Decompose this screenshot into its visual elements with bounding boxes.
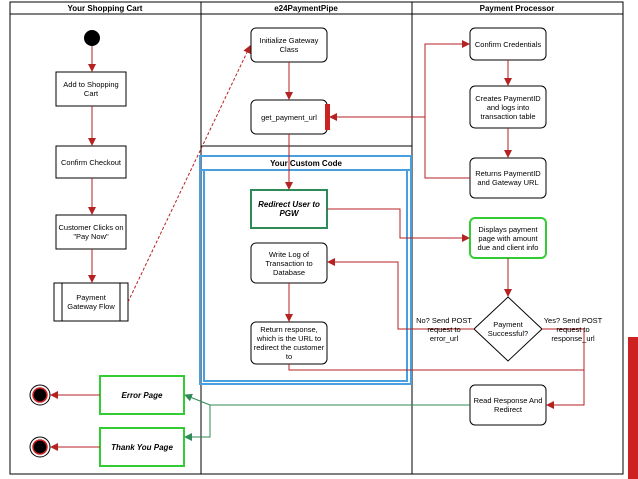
end-node-thank-you	[29, 436, 51, 458]
error-page-label: Error Page	[121, 390, 163, 400]
return-response-label: Return response, which is the URL to red…	[253, 325, 325, 361]
lane-title-payment-pipe: e24PaymentPipe	[274, 4, 338, 13]
pay-now-box	[55, 214, 127, 250]
confirm-credentials-label: Confirm Credentials	[474, 39, 542, 49]
create-payment-id-label: Creates PaymentID and logs into transact…	[475, 93, 541, 121]
add-to-cart-label: Add to Shopping Cart	[63, 80, 119, 98]
get-payment-url-label: get_payment_url	[261, 112, 317, 122]
thank-you-page-box	[99, 427, 185, 467]
init-gateway-label: Initialize Gateway Class	[259, 36, 319, 54]
confirm-checkout-label: Confirm Checkout	[60, 157, 122, 167]
flow-arrows	[50, 40, 585, 451]
read-response-label: Read Response And Redirect	[473, 396, 543, 414]
lane-title-payment-processor: Payment Processor	[480, 4, 555, 13]
error-page-box	[99, 375, 185, 415]
thank-you-page-label: Thank You Page	[111, 442, 173, 452]
display-payment-page-label: Displays payment page with amount due an…	[477, 224, 539, 252]
payment-flow-box	[53, 282, 129, 322]
payment-flow-label: Payment Gateway Flow	[67, 293, 115, 311]
payment-successful-label: Payment Successful?	[487, 320, 529, 338]
accent-bar	[628, 337, 638, 479]
pay-now-label: Customer Clicks on "Pay Now"	[58, 223, 124, 241]
return-payment-id-label: Returns PaymentID and Gateway URL	[475, 169, 541, 187]
end-node-error	[29, 384, 51, 406]
custom-code-title: Your Custom Code	[270, 159, 342, 168]
yes-branch-label: Yes? Send POST request to response_url	[543, 316, 603, 343]
lane-title-shopping-cart: Your Shopping Cart	[68, 4, 143, 13]
green-arrows	[184, 393, 470, 441]
swimlane-frame	[9, 1, 624, 475]
no-branch-label: No? Send POST request to error_url	[416, 316, 472, 343]
redirect-user-box	[250, 189, 328, 229]
payment-successful-decision	[473, 296, 543, 362]
write-log-label: Write Log of Transaction to Database	[265, 249, 313, 277]
redirect-user-label: Redirect User to PGW	[258, 200, 320, 218]
confirm-checkout-box	[55, 145, 127, 179]
custom-code-region	[199, 155, 412, 385]
join-bar	[325, 104, 330, 130]
add-to-cart-box	[55, 71, 127, 107]
start-node	[84, 30, 100, 46]
